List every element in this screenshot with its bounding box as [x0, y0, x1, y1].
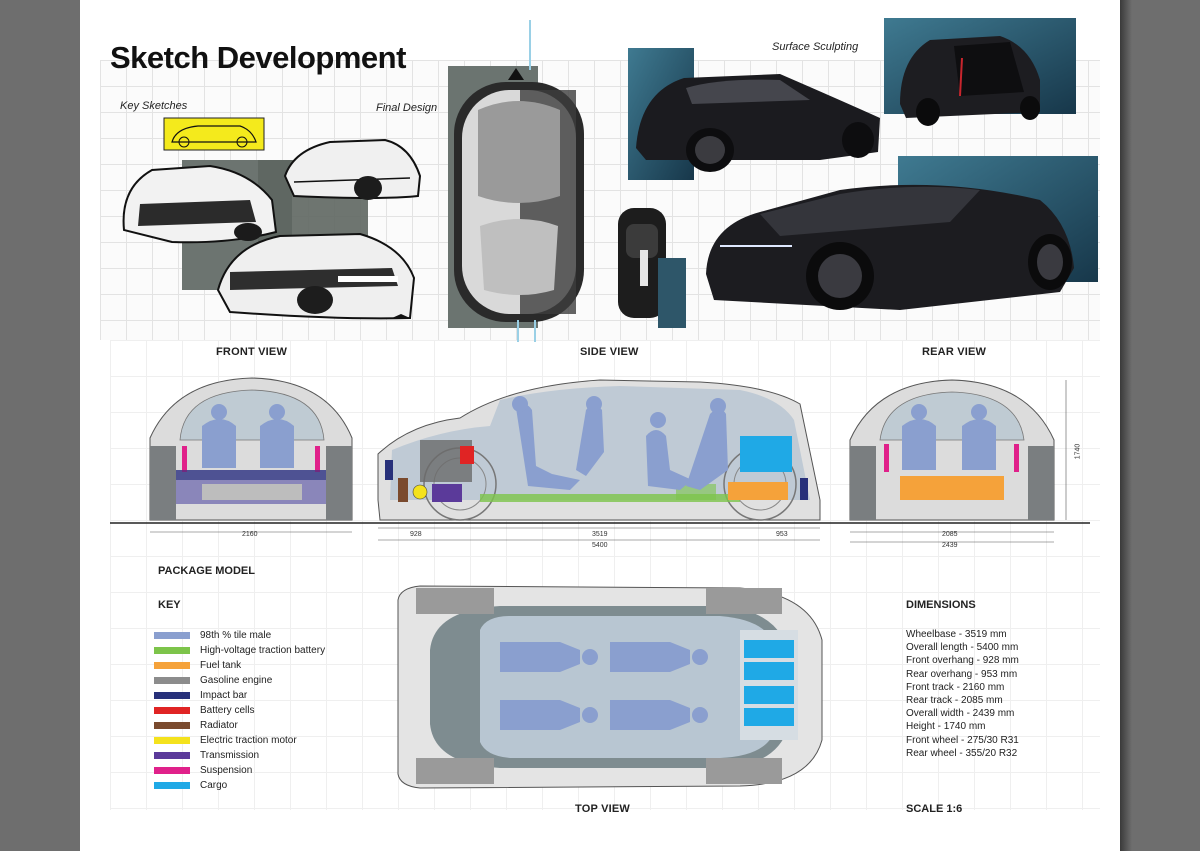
- key-item: Cargo: [154, 778, 325, 793]
- rear-view-label: REAR VIEW: [922, 346, 987, 358]
- key-item: Battery cells: [154, 703, 325, 718]
- key-label: Radiator: [200, 720, 238, 731]
- key-swatch: [154, 647, 190, 654]
- key-label: Fuel tank: [200, 660, 242, 671]
- key-label: Electric traction motor: [200, 735, 297, 746]
- key-swatch: [154, 662, 190, 669]
- dimension-item: Front overhang - 928 mm: [906, 655, 1019, 667]
- side-view-drawing: [377, 379, 821, 541]
- key-swatch: [154, 782, 190, 789]
- key-item: Transmission: [154, 748, 325, 763]
- key-label: Suspension: [200, 765, 253, 776]
- top-view-label: TOP VIEW: [575, 803, 630, 815]
- scale-label: SCALE 1:6: [906, 803, 963, 815]
- dimension-item: Front wheel - 275/30 R31: [906, 734, 1019, 746]
- dimension-item: Rear wheel - 355/20 R32: [906, 747, 1018, 759]
- page-title: Sketch Development: [110, 40, 406, 75]
- dimension-item: Overall length - 5400 mm: [906, 642, 1019, 654]
- dimension-item: Front track - 2160 mm: [906, 681, 1005, 693]
- key-item: 98th % tile male: [154, 628, 325, 643]
- caption-final-design: Final Design: [376, 102, 438, 114]
- dimension-item: Rear track - 2085 mm: [906, 694, 1003, 706]
- key-swatch: [154, 692, 190, 699]
- key-item: Impact bar: [154, 688, 325, 703]
- key-label: Impact bar: [200, 690, 248, 701]
- key-label: High-voltage traction battery: [200, 645, 326, 656]
- key-label: Transmission: [200, 750, 260, 761]
- key-label: Cargo: [200, 780, 228, 791]
- side-rear-overhang-dimension: 953: [776, 531, 788, 538]
- caption-surface-sculpting: Surface Sculpting: [772, 41, 859, 53]
- key-item: Suspension: [154, 763, 325, 778]
- surface-sculpting-renders: [628, 18, 1098, 310]
- side-front-overhang-dimension: 928: [410, 531, 422, 538]
- key-label: 98th % tile male: [200, 630, 272, 641]
- key-swatch: [154, 677, 190, 684]
- key-swatch: [154, 767, 190, 774]
- ground-line: [110, 522, 1090, 524]
- front-view-drawing: [149, 377, 353, 533]
- key-item: Fuel tank: [154, 658, 325, 673]
- dimension-item: Wheelbase - 3519 mm: [906, 629, 1007, 640]
- key-swatch: [154, 722, 190, 729]
- rear-view-drawing: [849, 379, 1067, 543]
- dimension-item: Height - 1740 mm: [906, 721, 986, 733]
- key-swatch: [154, 737, 190, 744]
- front-width-dimension: 2160: [242, 531, 258, 538]
- key-item: Electric traction motor: [154, 733, 325, 748]
- dimensions-heading: DIMENSIONS: [906, 599, 976, 611]
- key-item: Radiator: [154, 718, 325, 733]
- dimension-item: Rear overhang - 953 mm: [906, 668, 1018, 680]
- sheet-shadow: [1120, 0, 1132, 851]
- side-view-label: SIDE VIEW: [580, 346, 639, 358]
- dimensions-list: Wheelbase - 3519 mm Overall length - 5400…: [906, 628, 1019, 760]
- key-heading: KEY: [158, 599, 181, 611]
- key-sketches-illustration: [122, 117, 422, 320]
- key-swatch: [154, 752, 190, 759]
- front-view-label: FRONT VIEW: [216, 346, 288, 358]
- rear-track-dimension: 2085: [942, 531, 958, 538]
- design-sheet: Sketch Development Key Sketches Final De…: [80, 0, 1120, 851]
- side-wheelbase-dimension: 3519: [592, 531, 608, 538]
- rear-width-dimension: 2439: [942, 542, 958, 549]
- key-label: Battery cells: [200, 705, 255, 716]
- key-swatch: [154, 707, 190, 714]
- key-swatch: [154, 632, 190, 639]
- side-length-dimension: 5400: [592, 542, 608, 549]
- top-view-drawing: [397, 585, 823, 789]
- final-design-top-view: [448, 20, 686, 342]
- dimension-item: Overall width - 2439 mm: [906, 708, 1015, 720]
- key-item: High-voltage traction battery: [154, 643, 325, 658]
- key-item: Gasoline engine: [154, 673, 325, 688]
- caption-key-sketches: Key Sketches: [120, 100, 188, 112]
- key-label: Gasoline engine: [200, 675, 273, 686]
- package-model-heading: PACKAGE MODEL: [158, 565, 255, 577]
